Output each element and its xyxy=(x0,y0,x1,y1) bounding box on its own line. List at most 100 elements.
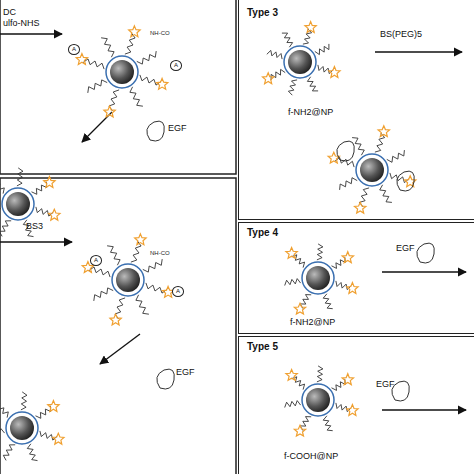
linker-chain xyxy=(0,404,8,418)
particle-label: f-COOH@NP xyxy=(284,452,338,462)
nanoparticle-core xyxy=(306,388,330,412)
particle-label: f-NH2@NP xyxy=(288,108,333,118)
linker-chain xyxy=(101,38,114,57)
dye-star xyxy=(110,314,121,325)
linker-chain xyxy=(271,69,285,80)
panel-borders xyxy=(0,0,236,474)
group-label: A xyxy=(90,255,102,266)
dye-star xyxy=(342,252,353,263)
nanoparticle-core xyxy=(360,158,384,182)
linker-chain xyxy=(130,87,143,106)
linker-chain xyxy=(282,33,293,47)
group-label: A xyxy=(172,286,184,297)
protein-label: EGF xyxy=(376,380,395,390)
shell-ring xyxy=(106,56,138,88)
dye-star xyxy=(156,78,167,89)
shell-ring xyxy=(302,262,334,294)
group-label: A xyxy=(68,44,80,55)
linker-chain xyxy=(323,294,333,309)
protein-label: EGF xyxy=(168,124,187,134)
reagent-label: ulfo-NHS xyxy=(3,19,40,29)
linker-chain xyxy=(267,50,282,59)
linker-chain xyxy=(88,80,107,93)
linker-chain xyxy=(107,246,120,265)
dye-star xyxy=(328,152,339,163)
linker-chain xyxy=(323,416,333,431)
dye-star xyxy=(378,126,389,137)
nanoparticle-core xyxy=(306,266,330,290)
linker-chain xyxy=(380,185,392,203)
linker-chain xyxy=(36,406,51,419)
nanoparticle-core xyxy=(116,268,140,292)
shell-ring xyxy=(302,384,334,416)
reagent-label: BS3 xyxy=(26,222,43,232)
dye-star xyxy=(48,401,59,412)
dye-star xyxy=(49,209,60,220)
panel-heading: Type 5 xyxy=(247,341,278,352)
nanoparticle-core xyxy=(288,50,312,74)
egf-protein xyxy=(147,121,434,401)
linker-chain xyxy=(0,180,4,194)
dye-star xyxy=(53,433,64,444)
panel-box: Type 4 xyxy=(238,222,474,334)
panel-box: Type 3 xyxy=(238,0,474,220)
linker-chain xyxy=(143,259,162,272)
reagent-label: DC xyxy=(3,8,16,18)
nanoparticle-core xyxy=(10,416,34,440)
linker-chain xyxy=(307,77,318,91)
shell-ring xyxy=(6,412,38,444)
group-label: A xyxy=(170,60,182,71)
nanoparticle-core xyxy=(6,192,30,216)
dye-star xyxy=(305,22,316,33)
dye-star xyxy=(347,405,358,416)
linker-chain xyxy=(137,51,156,64)
linker-chain xyxy=(3,445,15,461)
dye-star xyxy=(286,370,297,381)
linker-chain xyxy=(0,221,11,237)
linker-chain xyxy=(332,257,346,269)
linker-chain xyxy=(27,444,37,461)
linker-chain xyxy=(317,366,323,382)
dye-star xyxy=(355,202,366,213)
linker-chain xyxy=(136,295,149,314)
linker-chain xyxy=(332,379,346,391)
linker-chain xyxy=(21,392,27,410)
dye-star xyxy=(44,177,55,188)
linker-chain xyxy=(17,168,23,186)
linker-chain xyxy=(387,150,405,162)
linker-chain xyxy=(0,205,1,212)
linker-chain xyxy=(285,279,301,286)
panel-heading: Type 3 xyxy=(247,7,278,18)
shell-ring xyxy=(2,188,34,220)
protein-label: EGF xyxy=(176,368,195,378)
dye-star xyxy=(286,248,297,259)
dye-star xyxy=(294,303,305,314)
linker-chain xyxy=(288,80,297,95)
dye-star xyxy=(76,54,87,65)
linker-chain xyxy=(315,44,329,55)
linker-chain xyxy=(317,244,323,260)
dye-star xyxy=(294,425,305,436)
dye-star xyxy=(263,73,274,84)
panel-heading: Type 4 xyxy=(247,227,278,238)
linker-chain xyxy=(125,33,135,54)
dye-star xyxy=(129,26,140,37)
linker-chain xyxy=(375,133,385,152)
linker-chain xyxy=(285,401,301,408)
dye-star xyxy=(347,283,358,294)
linker-chain xyxy=(340,178,358,190)
linker-chain xyxy=(83,59,104,69)
nanoparticle-core xyxy=(110,60,134,84)
reagent-label: BS(PEG)5 xyxy=(380,30,422,40)
dye-star xyxy=(342,374,353,385)
linker-chain xyxy=(0,429,5,436)
dye-star xyxy=(329,67,340,78)
linker-chain xyxy=(89,267,110,277)
linker-chain xyxy=(94,288,113,301)
shell-ring xyxy=(356,154,388,186)
bond-label: NH-CO xyxy=(150,30,170,37)
shell-ring xyxy=(112,264,144,296)
dye-star xyxy=(135,234,146,245)
shell-ring xyxy=(284,46,316,78)
